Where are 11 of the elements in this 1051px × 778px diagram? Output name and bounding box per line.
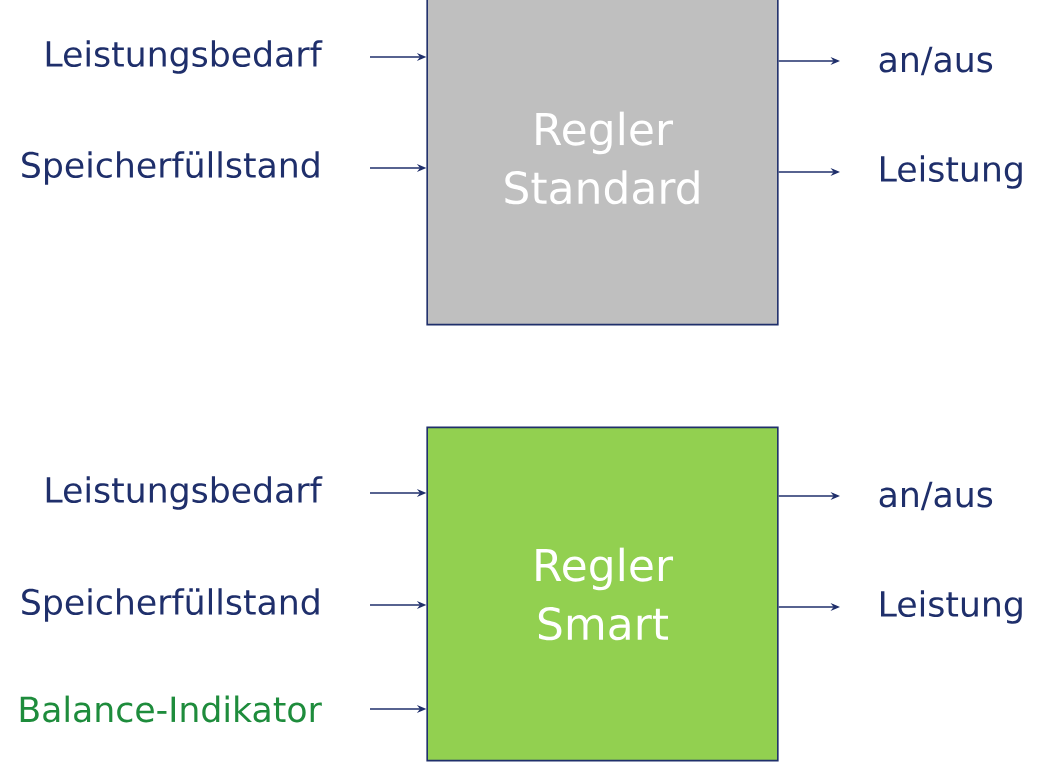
input-label: Leistungsbedarf [46, 476, 323, 510]
input-label: Speicherfüllstand [22, 151, 319, 185]
output-label: Leistung [881, 155, 1022, 189]
output-label: Leistung [881, 590, 1022, 624]
input-label: Balance-Indikator [20, 695, 322, 723]
controller-box: Regler Smart [426, 426, 779, 762]
output-label: an/aus [879, 46, 993, 76]
input-label: Leistungsbedarf [46, 40, 323, 74]
input-label: Speicherfüllstand [22, 588, 319, 622]
output-label: an/aus [879, 481, 993, 511]
controller-box: Regler Standard [426, 0, 779, 326]
